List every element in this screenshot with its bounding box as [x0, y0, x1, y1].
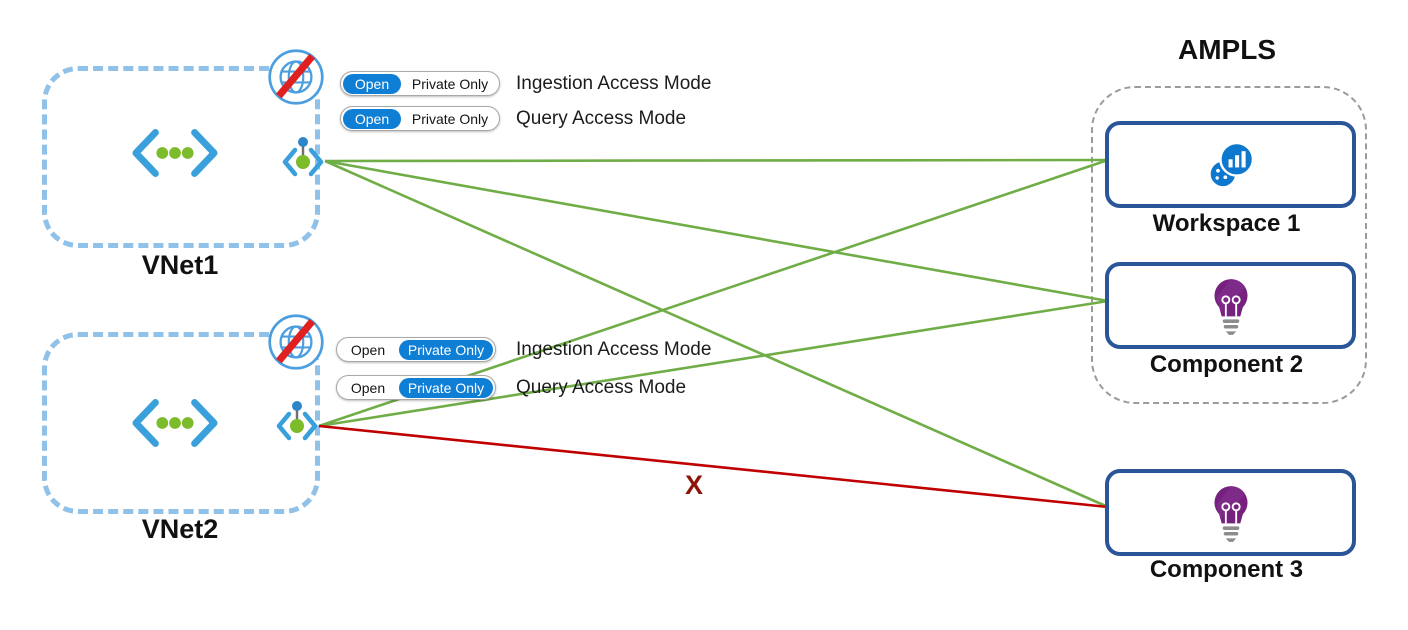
ampls-title: AMPLS: [1178, 34, 1276, 65]
vnet2-query-mode-label: Query Access Mode: [516, 377, 687, 398]
vnet1-ingestion-toggle[interactable]: Open Private Only: [340, 71, 500, 96]
toggle-option-open[interactable]: Open: [350, 341, 386, 358]
vnet1-ingestion-mode-label: Ingestion Access Mode: [516, 73, 712, 94]
vnet2-box: [42, 332, 320, 514]
vnet1-label: VNet1: [141, 250, 219, 280]
toggle-option-private-only[interactable]: Private Only: [411, 110, 489, 127]
component-2-label: Component 2: [1149, 351, 1304, 378]
connection-vnet1-private-endpoint-to-component-3: [324, 159, 1109, 509]
toggle-option-open[interactable]: Open: [343, 73, 401, 94]
toggle-option-open[interactable]: Open: [343, 108, 401, 129]
virtual-network-icon: [132, 399, 218, 447]
vnet1-query-toggle[interactable]: Open Private Only: [340, 106, 500, 131]
connection-vnet1-private-endpoint-to-workspace-1: [324, 158, 1109, 163]
vnet1-query-mode-label: Query Access Mode: [516, 108, 687, 129]
toggle-option-private-only[interactable]: Private Only: [411, 75, 489, 92]
connection-vnet1-private-endpoint-to-component-2: [324, 159, 1109, 303]
toggle-option-private-only[interactable]: Private Only: [399, 339, 493, 360]
private-endpoint-icon: [276, 399, 318, 455]
toggle-option-open[interactable]: Open: [350, 379, 386, 396]
vnet2-ingestion-mode-label: Ingestion Access Mode: [516, 339, 712, 360]
no-internet-globe-icon: [268, 314, 324, 370]
log-analytics-workspace-icon: [1210, 141, 1254, 186]
private-endpoint-icon: [282, 135, 324, 191]
vnet2-query-toggle[interactable]: Open Private Only: [336, 375, 496, 400]
virtual-network-icon: [132, 129, 218, 177]
application-insights-icon: [1213, 278, 1248, 335]
vnet2-ingestion-toggle[interactable]: Open Private Only: [336, 337, 496, 362]
workspace-1-label: Workspace 1: [1152, 210, 1301, 237]
connection-vnet2-private-endpoint-to-component-2: [318, 299, 1109, 428]
component-3-label: Component 3: [1149, 556, 1304, 583]
workspace-1-box: [1105, 121, 1356, 208]
component-3-box: [1105, 469, 1356, 556]
vnet2-label: VNet2: [141, 514, 219, 544]
no-internet-globe-icon: [268, 49, 324, 105]
connection-vnet2-private-endpoint-to-component-3: [318, 424, 1109, 509]
component-2-box: [1105, 262, 1356, 349]
application-insights-icon: [1213, 485, 1248, 542]
blocked-connection-x-marker: X: [685, 470, 704, 500]
toggle-option-private-only[interactable]: Private Only: [399, 377, 493, 398]
